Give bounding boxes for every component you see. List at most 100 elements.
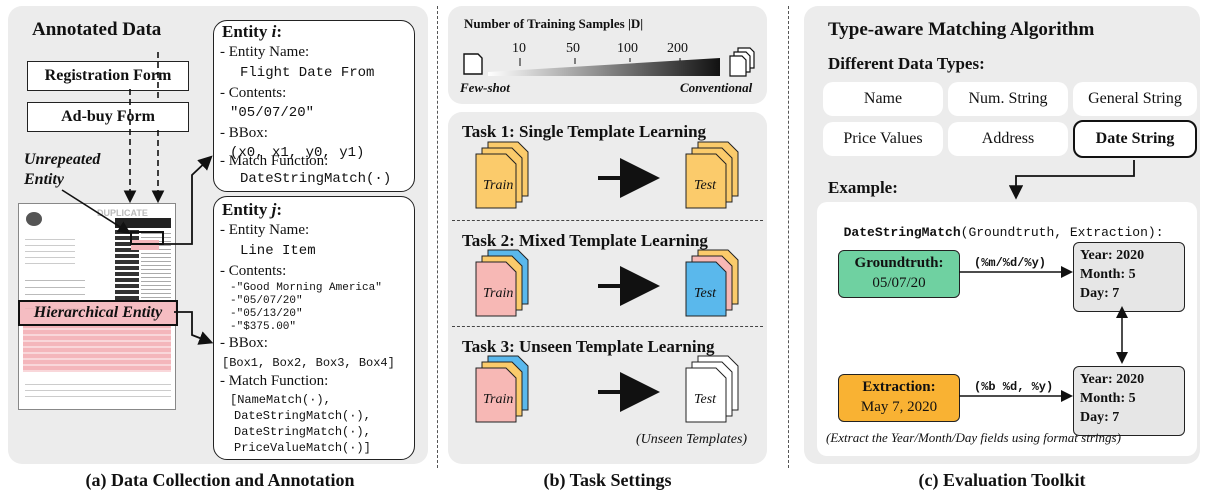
entity-j-colon: : [276, 200, 282, 219]
doc-logo [26, 212, 42, 226]
panel-a-title: Annotated Data [32, 19, 162, 40]
divider-1 [437, 6, 438, 468]
type-address: Address [948, 122, 1068, 156]
doc-header-text: DUPLICATE [97, 208, 148, 218]
entity-j-heading: Entity j: [222, 200, 282, 220]
entity-j-heading-text: Entity [222, 200, 272, 219]
function-name: DateStringMatch [843, 225, 961, 240]
tick-label-100: 100 [617, 41, 638, 56]
function-colon: : [1155, 225, 1164, 240]
task-3-train-stack [475, 355, 529, 423]
entity-i-name-value: Flight Date From [240, 65, 375, 81]
entity-j-card [213, 196, 415, 460]
entity-i-contents-value: "05/07/20" [230, 105, 315, 121]
task-illustrations [475, 141, 739, 423]
result-bottom-box: Year: 2020 Month: 5 Day: 7 [1073, 366, 1185, 436]
type-price-values: Price Values [823, 122, 943, 156]
unrepeated-label-line2: Entity [24, 171, 65, 188]
ad-buy-form-box: Ad-buy Form [27, 102, 189, 132]
entity-j-name-label: - Entity Name: [220, 222, 310, 238]
tick-label-200: 200 [667, 41, 688, 56]
task-3-test-label: Test [694, 392, 717, 407]
few-shot-label: Few-shot [460, 80, 510, 95]
entity-i-match-value: DateStringMatch(·) [240, 171, 392, 187]
caption-b: (b) Task Settings [543, 470, 672, 490]
divider-2 [788, 6, 789, 468]
doc-header-block [115, 218, 171, 228]
type-date-string: Date String [1073, 120, 1197, 158]
entity-j-match-1: [NameMatch(·), [230, 393, 331, 407]
unrepeated-label-line1: Unrepeated [24, 151, 101, 168]
registration-form-label: Registration Form [44, 67, 172, 84]
groundtruth-format: (%m/%d/%y) [974, 256, 1047, 270]
task-2-train-stack [475, 249, 529, 317]
task-1-train-stack [475, 141, 529, 209]
task-divider-1 [452, 220, 763, 221]
panel-b-top [448, 6, 767, 104]
entity-j-bbox-value: [Box1, Box2, Box3, Box4] [222, 356, 395, 370]
sample-ticks [519, 58, 681, 66]
sample-axis [463, 47, 755, 77]
task-3-train-label: Train [483, 392, 514, 407]
entity-i-name-label: - Entity Name: [220, 44, 310, 60]
task-1-test-stack [685, 141, 739, 209]
extraction-value: May 7, 2020 [860, 399, 938, 415]
groundtruth-label: Groundtruth: [854, 255, 944, 271]
type-price-values-label: Price Values [843, 130, 923, 147]
type-general-string-label: General String [1088, 90, 1182, 107]
entity-j-content-3: -"05/13/20" [230, 308, 303, 320]
registration-form-box: Registration Form [27, 61, 189, 91]
format-note: (Extract the Year/Month/Day fields using… [826, 430, 1121, 445]
conventional-label: Conventional [680, 80, 753, 95]
task-1-title: Task 1: Single Template Learning [462, 122, 707, 141]
entity-j-match-4: PriceValueMatch(·)] [234, 441, 371, 455]
type-num-string: Num. String [948, 82, 1068, 116]
sample-axis-title: Number of Training Samples |D| [464, 16, 644, 31]
hierarchical-entity-box: Hierarchical Entity [18, 300, 178, 326]
doc-footer-lines [25, 379, 171, 397]
conventional-docs-icon [729, 47, 755, 77]
unrepeated-pointer-arrow [61, 189, 131, 234]
task-1-test-label: Test [694, 178, 717, 193]
type-num-string-label: Num. String [968, 90, 1048, 107]
result-bottom-year: Year: 2020 [1080, 372, 1145, 387]
panel-c-arrows [959, 160, 1135, 402]
tick-label-10: 10 [512, 41, 526, 56]
entity-j-match-label: - Match Function: [220, 373, 329, 389]
entity-i-var: i [271, 22, 277, 41]
task-2-test-stack [685, 249, 739, 317]
result-bottom-day: Day: 7 [1080, 410, 1120, 425]
task-3-test-stack [685, 355, 739, 423]
entity-i-bbox-value: (x0, x1, y0, y1) [230, 145, 365, 161]
type-name: Name [823, 82, 943, 116]
types-heading: Different Data Types: [828, 54, 985, 73]
hierarchical-entity-label: Hierarchical Entity [33, 304, 163, 321]
type-address-label: Address [981, 130, 1035, 147]
groundtruth-box: Groundtruth: 05/07/20 [838, 250, 960, 298]
doc-pink-cell [131, 240, 159, 250]
groundtruth-value: 05/07/20 [872, 275, 926, 291]
task-2-title: Task 2: Mixed Template Learning [462, 231, 708, 250]
task-1-train-label: Train [483, 178, 514, 193]
few-shot-doc-icon [463, 53, 483, 75]
panel-a-arrows [61, 52, 214, 345]
type-date-string-label: Date String [1095, 130, 1175, 147]
sample-wedge [488, 58, 720, 76]
result-top-year: Year: 2020 [1080, 248, 1145, 263]
extraction-format: (%b %d, %y) [974, 380, 1054, 394]
entity-j-contents-label: - Contents: [220, 263, 287, 279]
example-heading: Example: [828, 178, 898, 197]
entity-i-contents-label: - Contents: [220, 85, 287, 101]
extraction-box: Extraction: May 7, 2020 [838, 374, 960, 422]
ad-buy-form-label: Ad-buy Form [61, 108, 155, 125]
entity-i-card [213, 20, 415, 192]
caption-a: (a) Data Collection and Annotation [85, 470, 355, 490]
entity-i-match-label: - Match Function: [220, 153, 329, 169]
entity-j-content-4: -"$375.00" [230, 321, 297, 333]
entity-j-match-2: DateStringMatch(·), [234, 409, 371, 423]
panel-c-title: Type-aware Matching Algorithm [828, 19, 1095, 40]
entity-i-heading-text: Entity [222, 22, 272, 41]
doc-text-lines [25, 234, 75, 264]
type-name-label: Name [863, 90, 903, 107]
entity-i-colon: : [276, 22, 282, 41]
